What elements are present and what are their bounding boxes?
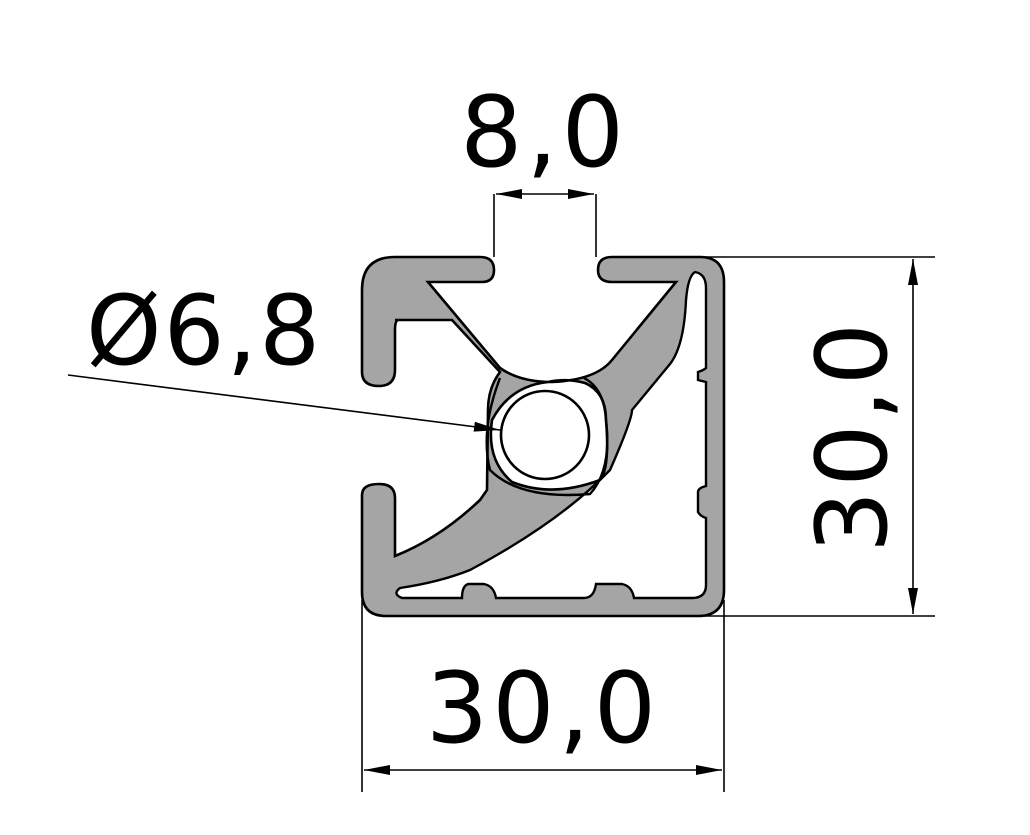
height-label: 30,0 [796,319,910,553]
inner-hollow [395,270,708,600]
core-web [485,376,609,497]
profile-cross-section [360,255,726,618]
dimension-height: 30,0 [700,256,935,617]
slot-width-label: 8,0 [460,76,628,190]
dimension-width: 30,0 [361,600,725,792]
leader-line-bore [67,374,501,432]
center-bore [499,389,591,481]
bore-diameter-label: Ø6,8 [86,275,322,387]
dimension-bore-diameter: Ø6,8 [67,275,501,432]
dimension-slot-width: 8,0 [460,76,628,257]
width-label: 30,0 [426,652,660,766]
